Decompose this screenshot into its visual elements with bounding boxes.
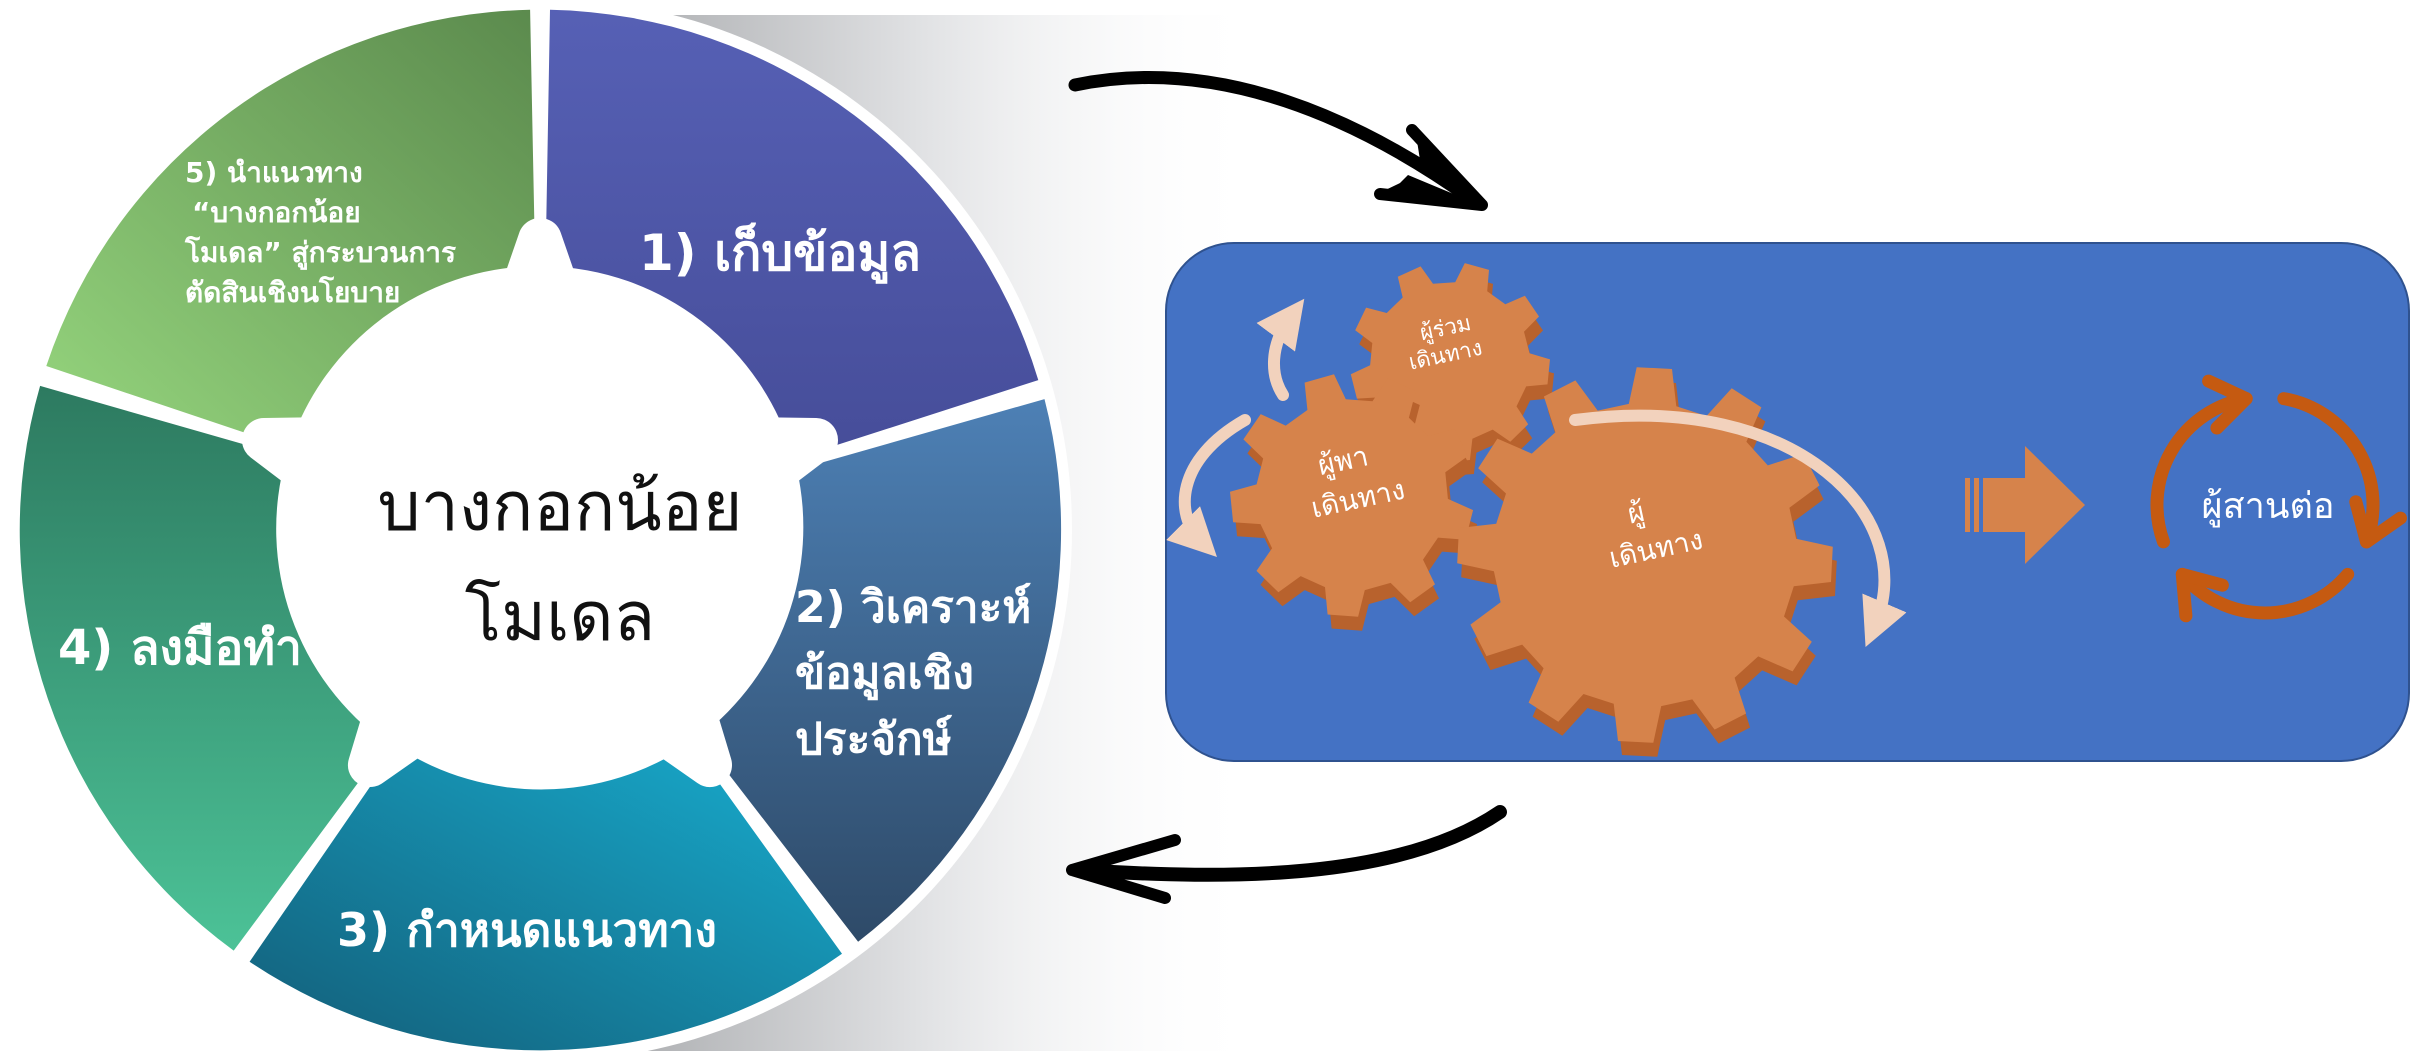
cycle-arc-3 [2150,392,2253,549]
rotation-arrow-small-top [1256,298,1305,401]
step-policy-line2: “บางกอกน้อย [192,196,361,229]
connector-arrow-bottom [1066,805,1507,904]
circular-arrows-icon [2150,374,2407,623]
step-act-label: 4) ลงมือทำ [58,620,302,676]
block-arrow-right [1965,446,2085,564]
cycle-arrowhead-1 [2349,495,2407,549]
center-title-line2: โมเดล [465,578,655,657]
gear-group [1230,263,1837,757]
step-analyze-line2: ข้อมูลเชิง [795,648,974,700]
rotation-arrow-left [1166,414,1251,557]
cycle-arrowhead-2 [2175,567,2229,623]
rotation-arrow-big [1569,409,1907,648]
rotation-arrows [1166,298,1907,648]
cycle-arc-2 [2175,567,2355,620]
segment-policy [46,9,536,448]
segment-act [19,385,387,951]
cycle-arrowhead-3 [2202,374,2253,435]
gear-leader [1230,374,1478,631]
gear-traveler [1457,367,1837,757]
segment-plan [249,743,843,1051]
center-star [242,218,838,787]
center-title-line1: บางกอกน้อย [378,468,743,547]
step-collect-label: 1) เก็บข้อมูล [639,222,921,284]
step-analyze-line3: ประจักษ์ [795,714,953,765]
segment-collect [545,9,1039,459]
connector-arrow-top [1068,71,1488,211]
step-policy-line3: โมเดล” สู่กระบวนการ [184,235,456,270]
gear-leader-face [1230,374,1474,617]
gear-traveler-face [1457,367,1833,743]
step-plan-label: 3) กำหนดแนวทาง [337,903,717,957]
step-policy-line1: 5) นำแนวทาง [185,156,363,189]
segment-analyze [699,399,1062,942]
step-analyze-line1: 2) วิเคราะห์ [795,582,1031,633]
step-policy-line4: ตัดสินเชิงนโยบาย [185,275,400,309]
gear-traveler-line1: ผู้ [1625,495,1648,532]
cycle-wheel [8,0,1072,1051]
cycle-arc-1 [2277,392,2380,549]
successor-cycle [2150,374,2407,623]
successor-label: ผู้สานต่อ [2202,486,2335,528]
